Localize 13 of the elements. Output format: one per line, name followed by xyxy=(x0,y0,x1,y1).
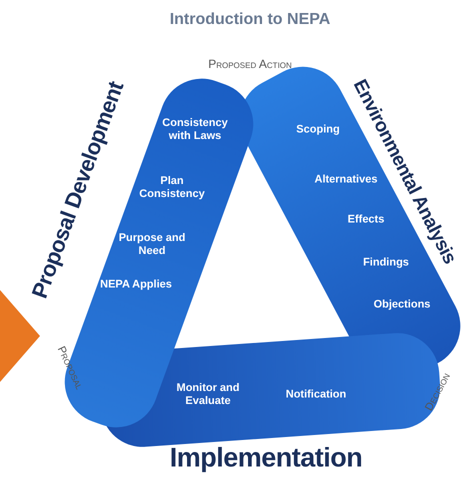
step-label: Effects xyxy=(346,214,386,226)
step-label: NEPA Applies xyxy=(99,278,173,292)
step-label: Plan Consistency xyxy=(138,175,206,201)
step-label: Consistency with Laws xyxy=(161,117,229,143)
title: Introduction to NEPA xyxy=(170,11,330,29)
step-label: Findings xyxy=(362,256,410,270)
stage-label: Proposed Action xyxy=(208,57,292,71)
step-label: Notification xyxy=(284,388,348,402)
section-heading: Implementation xyxy=(170,442,362,474)
step-label: Purpose and Need xyxy=(118,232,186,258)
step-label: Monitor and Evaluate xyxy=(176,382,240,408)
step-label: Scoping xyxy=(295,124,341,136)
step-label: Objections xyxy=(372,298,432,312)
